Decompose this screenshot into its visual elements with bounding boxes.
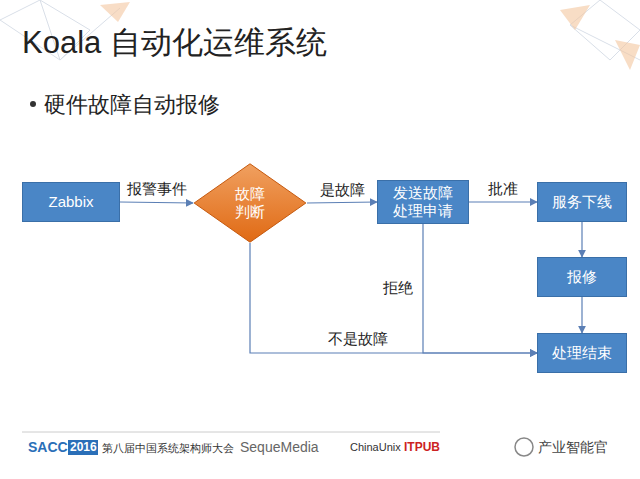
- node-label: 故障 判断: [234, 185, 267, 221]
- logo-text: SACC: [28, 439, 68, 455]
- flow-arrow: [469, 201, 537, 202]
- node-label: Zabbix: [48, 193, 93, 211]
- wechat-icon: [515, 438, 533, 456]
- logo-text: ChinaUnix: [350, 441, 401, 453]
- node-label: 发送故障 处理申请: [390, 184, 456, 220]
- node-text: 故障 判断: [234, 185, 267, 221]
- bullet: [30, 101, 36, 107]
- process-box: 处理结束: [537, 333, 627, 373]
- node-text: 服务下线: [552, 193, 612, 211]
- flow-arrow: [581, 222, 582, 257]
- logo-text: ITPUB: [404, 440, 440, 454]
- edge-label: 是故障: [318, 181, 367, 200]
- node-label: 报修: [567, 268, 597, 286]
- node-label: 服务下线: [552, 193, 612, 211]
- node-text: 报修: [567, 268, 597, 286]
- flow-arrow: [250, 243, 537, 353]
- flow-arrow: [120, 202, 193, 203]
- slide-title: Koala 自动化运维系统: [22, 22, 327, 64]
- flow-arrow: [581, 297, 582, 333]
- node-text: 处理结束: [552, 344, 612, 362]
- watermark: 产业智能官: [538, 439, 608, 457]
- process-box: Zabbix: [22, 182, 120, 222]
- process-box: 服务下线: [537, 182, 627, 222]
- edge-label: 不是故障: [326, 330, 390, 349]
- flow-arrow: [423, 224, 537, 353]
- node-text: Zabbix: [48, 193, 93, 211]
- process-box: 报修: [537, 257, 627, 297]
- node-text: 发送故障 处理申请: [390, 184, 456, 220]
- bullet-text: 硬件故障自动报修: [44, 90, 220, 120]
- node-label: 处理结束: [552, 344, 612, 362]
- edge-label: 拒绝: [381, 279, 415, 298]
- logo-year: 2016: [70, 440, 97, 454]
- year-badge: [68, 440, 98, 455]
- flow-arrow: [307, 202, 377, 203]
- footer-rule: [22, 432, 440, 433]
- edge-label: 报警事件: [125, 180, 189, 199]
- conference-name: 第八届中国系统架构师大会: [102, 441, 234, 456]
- logo-text: SequeMedia: [240, 439, 319, 455]
- edge-label: 批准: [486, 180, 520, 199]
- decision-diamond: 故障 判断: [193, 163, 307, 243]
- process-box: 发送故障 处理申请: [377, 180, 469, 224]
